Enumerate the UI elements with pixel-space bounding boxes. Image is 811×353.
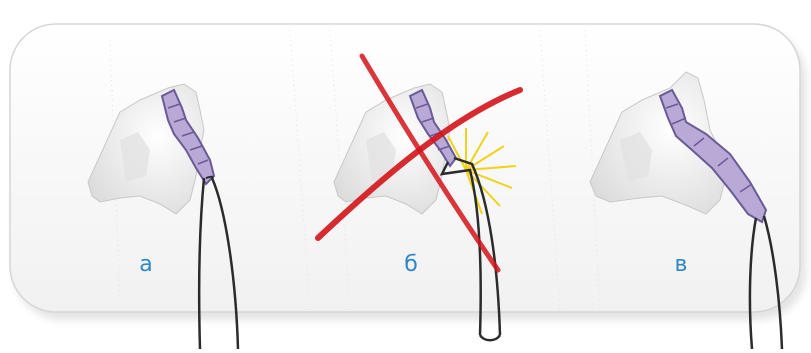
wire-loop-icon <box>478 334 502 342</box>
bone-shadow <box>366 132 396 182</box>
cross-mark-stroke-1 <box>315 87 523 241</box>
wire-right-icon <box>210 177 240 350</box>
silicone-tube-icon <box>160 88 216 186</box>
wire-loop-icon <box>205 175 214 181</box>
wire-right-icon <box>453 156 502 336</box>
tube-segments <box>167 103 209 165</box>
bone-shadow <box>620 132 652 182</box>
panel-label-a: а <box>139 252 152 277</box>
panel-b: б <box>315 53 523 342</box>
panel-v: в <box>589 71 784 350</box>
cross-mark-stroke-2 <box>359 53 501 273</box>
tube-segments <box>665 103 753 193</box>
panel-label-v: в <box>675 252 688 277</box>
bone-shadow <box>120 132 150 182</box>
wire-left-icon <box>197 177 206 350</box>
wire-left-icon <box>748 217 758 350</box>
tube-segments <box>415 103 451 151</box>
panel-label-b: б <box>404 252 418 277</box>
wire-right-icon <box>762 215 784 350</box>
wire-left-icon <box>439 161 482 336</box>
panel-a: а <box>87 83 240 350</box>
